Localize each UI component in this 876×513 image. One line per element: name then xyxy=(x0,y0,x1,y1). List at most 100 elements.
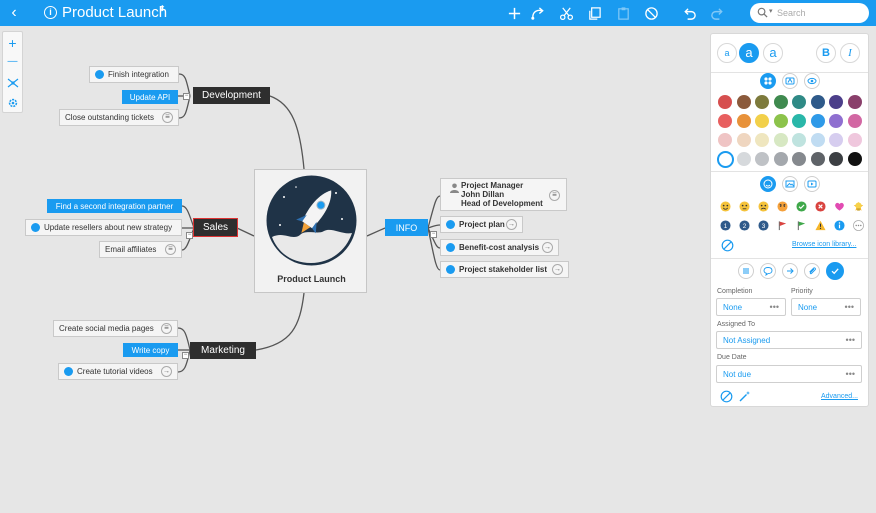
task-tab[interactable] xyxy=(826,262,844,280)
mindmap-canvas[interactable]: Product Launch Development − Finish inte… xyxy=(0,26,710,513)
priority-3-icon[interactable]: 3 xyxy=(758,220,769,231)
color-swatch[interactable] xyxy=(755,152,769,166)
back-icon[interactable]: ‹ xyxy=(11,4,17,21)
red-flag-icon[interactable] xyxy=(777,220,788,231)
central-topic[interactable]: Product Launch xyxy=(254,169,367,293)
color-swatch[interactable] xyxy=(736,133,751,147)
color-swatch[interactable] xyxy=(810,152,825,166)
title-switch-icon[interactable]: ⬍ xyxy=(159,4,166,13)
topic-sales[interactable]: Sales xyxy=(193,218,238,237)
delete-icon[interactable] xyxy=(642,4,660,22)
arrow-right-icon[interactable]: → xyxy=(506,219,517,230)
notes-icon[interactable]: ≡ xyxy=(161,323,172,334)
color-swatch[interactable] xyxy=(810,133,825,147)
color-swatch[interactable] xyxy=(755,95,769,109)
color-swatch[interactable] xyxy=(736,152,751,166)
node-create-tutorial-videos[interactable]: Create tutorial videos → xyxy=(58,363,178,380)
collapse-sales-button[interactable]: − xyxy=(186,232,193,239)
border-color-mode-button[interactable] xyxy=(804,73,820,89)
color-swatch[interactable] xyxy=(773,133,788,147)
color-swatch[interactable] xyxy=(718,95,732,109)
plus-icon[interactable] xyxy=(505,4,523,22)
priority-select[interactable]: None ••• xyxy=(791,298,861,316)
color-swatch[interactable] xyxy=(773,95,788,109)
warning-icon[interactable] xyxy=(815,220,826,231)
smiley-happy-icon[interactable] xyxy=(720,201,731,212)
search-input[interactable] xyxy=(777,6,863,20)
emoji-icons-tab[interactable] xyxy=(760,176,776,192)
color-swatch[interactable] xyxy=(792,114,806,128)
color-swatch[interactable] xyxy=(755,133,769,147)
advanced-link[interactable]: Advanced... xyxy=(821,393,858,400)
search-icon[interactable] xyxy=(757,7,768,18)
info-circle-icon[interactable] xyxy=(834,220,845,231)
smiley-angry-icon[interactable] xyxy=(777,201,788,212)
node-project-stakeholder-list[interactable]: Project stakeholder list → xyxy=(440,261,569,278)
link-arrow-tab[interactable] xyxy=(782,263,798,279)
lightbulb-icon[interactable] xyxy=(853,201,864,212)
smiley-neutral-icon[interactable] xyxy=(739,201,750,212)
node-update-resellers[interactable]: Update resellers about new strategy xyxy=(25,219,182,236)
image-tab[interactable] xyxy=(782,176,798,192)
zoom-in-button[interactable]: + xyxy=(8,34,17,51)
font-size-large-button[interactable]: a xyxy=(763,43,783,63)
collapse-info-button[interactable]: − xyxy=(430,231,437,238)
green-flag-icon[interactable] xyxy=(796,220,807,231)
notes-icon[interactable]: ≡ xyxy=(162,112,173,123)
color-swatch[interactable] xyxy=(810,114,825,128)
zoom-out-button[interactable]: — xyxy=(7,56,18,67)
info-icon[interactable]: i xyxy=(44,6,57,19)
due-date-select[interactable]: Not due ••• xyxy=(716,365,862,383)
color-swatch[interactable] xyxy=(847,95,862,109)
color-fill-mode-button[interactable] xyxy=(760,73,776,89)
settings-gear-icon[interactable] xyxy=(5,95,20,110)
layout-icon[interactable] xyxy=(5,75,20,90)
browse-icon-library-link[interactable]: Browse icon library... xyxy=(792,241,857,248)
node-create-social-media-pages[interactable]: Create social media pages ≡ xyxy=(53,320,178,337)
color-swatch[interactable] xyxy=(773,114,788,128)
undo-icon[interactable] xyxy=(680,4,698,22)
priority-1-icon[interactable]: 1 xyxy=(720,220,731,231)
topic-info[interactable]: INFO xyxy=(385,219,428,236)
arrow-right-icon[interactable]: → xyxy=(552,264,563,275)
connect-icon[interactable] xyxy=(528,4,546,22)
node-project-plan[interactable]: Project plan → xyxy=(440,216,523,233)
arrow-right-icon[interactable]: → xyxy=(542,242,553,253)
redo-icon[interactable] xyxy=(708,4,726,22)
notes-tab[interactable] xyxy=(738,263,754,279)
text-color-mode-button[interactable] xyxy=(782,73,798,89)
topic-marketing[interactable]: Marketing xyxy=(190,342,256,359)
notes-icon[interactable]: ≡ xyxy=(165,244,176,255)
magic-wand-icon[interactable] xyxy=(738,390,751,403)
node-close-outstanding-tickets[interactable]: Close outstanding tickets ≡ xyxy=(59,109,179,126)
heart-icon[interactable] xyxy=(834,201,845,212)
document-title[interactable]: Product Launch xyxy=(62,4,168,21)
arrow-right-icon[interactable]: → xyxy=(161,366,172,377)
color-swatch-selected[interactable] xyxy=(716,150,734,168)
collapse-marketing-button[interactable]: − xyxy=(182,352,189,359)
priority-2-icon[interactable]: 2 xyxy=(739,220,750,231)
node-find-second-integration-partner[interactable]: Find a second integration partner xyxy=(47,199,182,213)
color-swatch[interactable] xyxy=(847,114,862,128)
color-swatch[interactable] xyxy=(792,95,806,109)
color-swatch[interactable] xyxy=(773,152,788,166)
paste-icon[interactable] xyxy=(614,4,632,22)
topic-development[interactable]: Development xyxy=(193,87,270,104)
completion-select[interactable]: None ••• xyxy=(716,298,786,316)
font-size-small-button[interactable]: a xyxy=(717,43,737,63)
color-swatch[interactable] xyxy=(829,133,843,147)
checkmark-icon[interactable] xyxy=(796,201,807,212)
color-swatch[interactable] xyxy=(847,152,862,166)
node-update-api[interactable]: Update API xyxy=(122,90,178,104)
node-finish-integration[interactable]: Finish integration xyxy=(89,66,179,83)
color-swatch[interactable] xyxy=(718,133,732,147)
node-benefit-cost-analysis[interactable]: Benefit-cost analysis → xyxy=(440,239,559,256)
color-swatch[interactable] xyxy=(736,95,751,109)
color-swatch[interactable] xyxy=(810,95,825,109)
bold-button[interactable]: B xyxy=(816,43,836,63)
video-tab[interactable] xyxy=(804,176,820,192)
font-size-medium-button[interactable]: a xyxy=(739,43,759,63)
search-options-chevron-icon[interactable]: ▾ xyxy=(769,8,773,15)
cross-icon[interactable] xyxy=(815,201,826,212)
more-icons-icon[interactable] xyxy=(853,220,864,231)
